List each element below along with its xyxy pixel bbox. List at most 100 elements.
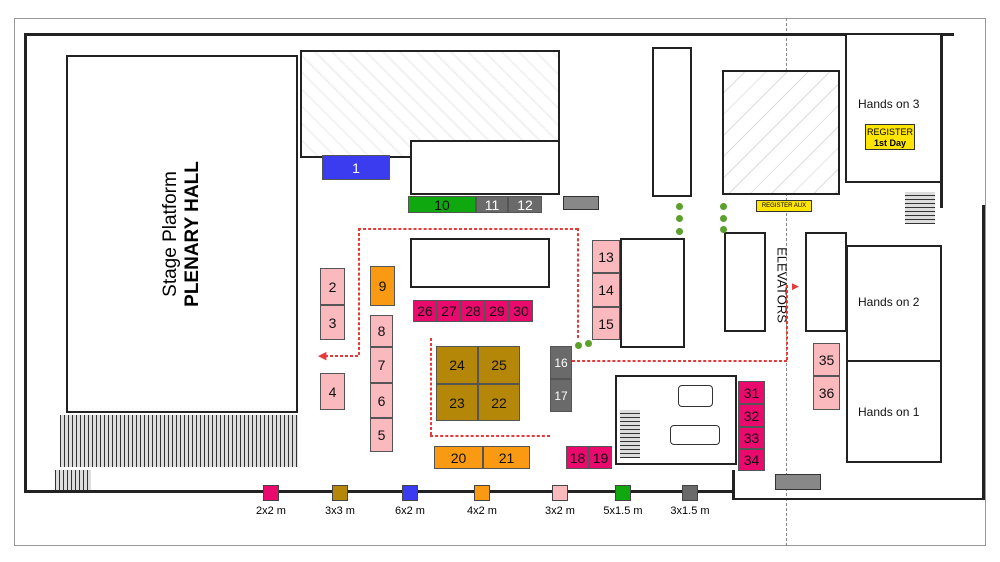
- route-path: [430, 338, 432, 435]
- legend-swatch: [615, 485, 631, 501]
- booth-36[interactable]: 36: [813, 376, 840, 410]
- booth-22[interactable]: 22: [478, 384, 520, 421]
- legend-item: 6x2 m: [375, 485, 445, 517]
- legend-item: 2x2 m: [236, 485, 306, 517]
- booth-18[interactable]: 18: [566, 446, 589, 469]
- legend-label: 2x2 m: [256, 505, 286, 517]
- legend-label: 6x2 m: [395, 505, 425, 517]
- legend-swatch: [402, 485, 418, 501]
- legend-swatch: [552, 485, 568, 501]
- plant-icon: [676, 228, 683, 235]
- wall: [732, 498, 984, 500]
- stair-core: [652, 47, 692, 197]
- booth-32[interactable]: 32: [738, 404, 765, 427]
- hands-on-3-room: [845, 33, 942, 183]
- legend-label: 3x1.5 m: [670, 505, 710, 517]
- plant-icon: [720, 226, 727, 233]
- restrooms: [410, 238, 550, 288]
- booth-31[interactable]: 31: [738, 381, 765, 404]
- legend-swatch: [332, 485, 348, 501]
- restroom-block: [620, 238, 685, 348]
- register-aux-sign: REGISTER AUX: [756, 200, 812, 212]
- elevator-bank-left: [724, 232, 766, 332]
- booth-9[interactable]: 9: [370, 266, 395, 306]
- route-path: [430, 435, 550, 437]
- elevator-bank-right: [805, 232, 847, 332]
- elevator-core: [722, 70, 840, 195]
- map-frame: [14, 18, 986, 546]
- booth-15[interactable]: 15: [592, 307, 620, 340]
- hands-on-2-label: Hands on 2: [858, 295, 920, 309]
- booth-33[interactable]: 33: [738, 427, 765, 449]
- first-day-label: 1st Day: [873, 138, 907, 148]
- booth-5[interactable]: 5: [370, 418, 393, 452]
- conference-table: [678, 385, 713, 407]
- register-label: REGISTER: [866, 127, 913, 137]
- coffee-icon: [775, 474, 821, 490]
- arrow-icon: ◀: [318, 350, 327, 362]
- booth-8[interactable]: 8: [370, 315, 393, 347]
- legend-label: 5x1.5 m: [603, 505, 643, 517]
- booth-16[interactable]: 16: [550, 346, 572, 379]
- booth-3[interactable]: 3: [320, 305, 345, 340]
- booth-21[interactable]: 21: [483, 446, 530, 469]
- hands-on-3-label: Hands on 3: [858, 97, 920, 111]
- legend-item: 4x2 m: [447, 485, 517, 517]
- booth-2[interactable]: 2: [320, 268, 345, 305]
- route-path: [572, 360, 787, 362]
- wall: [24, 33, 27, 493]
- booth-26[interactable]: 26: [413, 300, 437, 322]
- legend-item: 3x3 m: [305, 485, 375, 517]
- booth-35[interactable]: 35: [813, 343, 840, 376]
- hands-on-1-label: Hands on 1: [858, 405, 920, 419]
- booth-29[interactable]: 29: [485, 300, 509, 322]
- booth-14[interactable]: 14: [592, 273, 620, 307]
- booth-28[interactable]: 28: [461, 300, 485, 322]
- legend-item: 3x1.5 m: [655, 485, 725, 517]
- route-path: [358, 228, 360, 355]
- booth-11[interactable]: 11: [476, 196, 508, 213]
- plenary-hall: [66, 55, 298, 413]
- legend-swatch: [263, 485, 279, 501]
- plenary-hall-title: PLENARY HALL: [182, 161, 203, 307]
- hands-on-1-room: [846, 360, 942, 463]
- route-path: [358, 228, 578, 230]
- plant-icon: [720, 203, 727, 210]
- conference-table: [670, 425, 720, 445]
- divider-dashed: [786, 18, 787, 546]
- wall: [24, 490, 734, 493]
- legend-item: 5x1.5 m: [588, 485, 658, 517]
- booth-34[interactable]: 34: [738, 449, 765, 471]
- legend-label: 3x3 m: [325, 505, 355, 517]
- register-1st-day-sign: REGISTER 1st Day: [865, 124, 915, 150]
- wall: [732, 470, 735, 500]
- booth-25[interactable]: 25: [478, 346, 520, 384]
- booth-27[interactable]: 27: [437, 300, 461, 322]
- coffee-icon: [563, 196, 599, 210]
- booth-19[interactable]: 19: [589, 446, 612, 469]
- booth-20[interactable]: 20: [434, 446, 483, 469]
- booth-4[interactable]: 4: [320, 373, 345, 410]
- booth-10[interactable]: 10: [408, 196, 476, 213]
- booth-7[interactable]: 7: [370, 347, 393, 383]
- legend-item: 3x2 m: [525, 485, 595, 517]
- booth-1[interactable]: 1: [322, 155, 390, 180]
- plant-icon: [720, 215, 727, 222]
- booth-30[interactable]: 30: [509, 300, 533, 322]
- booth-23[interactable]: 23: [436, 384, 478, 421]
- booth-6[interactable]: 6: [370, 383, 393, 418]
- booth-13[interactable]: 13: [592, 240, 620, 273]
- wall: [982, 205, 985, 500]
- booth-17[interactable]: 17: [550, 379, 572, 412]
- route-path: [577, 228, 579, 338]
- stairs-hatch: [905, 192, 935, 224]
- booth-12[interactable]: 12: [508, 196, 542, 213]
- legend-swatch: [474, 485, 490, 501]
- booth-24[interactable]: 24: [436, 346, 478, 384]
- stage-platform-label: Stage Platform: [160, 171, 181, 297]
- plant-icon: [676, 215, 683, 222]
- plenary-hall-label: Stage Platform PLENARY HALL: [160, 161, 204, 307]
- legend-label: 3x2 m: [545, 505, 575, 517]
- stairs-hatch: [60, 415, 298, 467]
- legend-swatch: [682, 485, 698, 501]
